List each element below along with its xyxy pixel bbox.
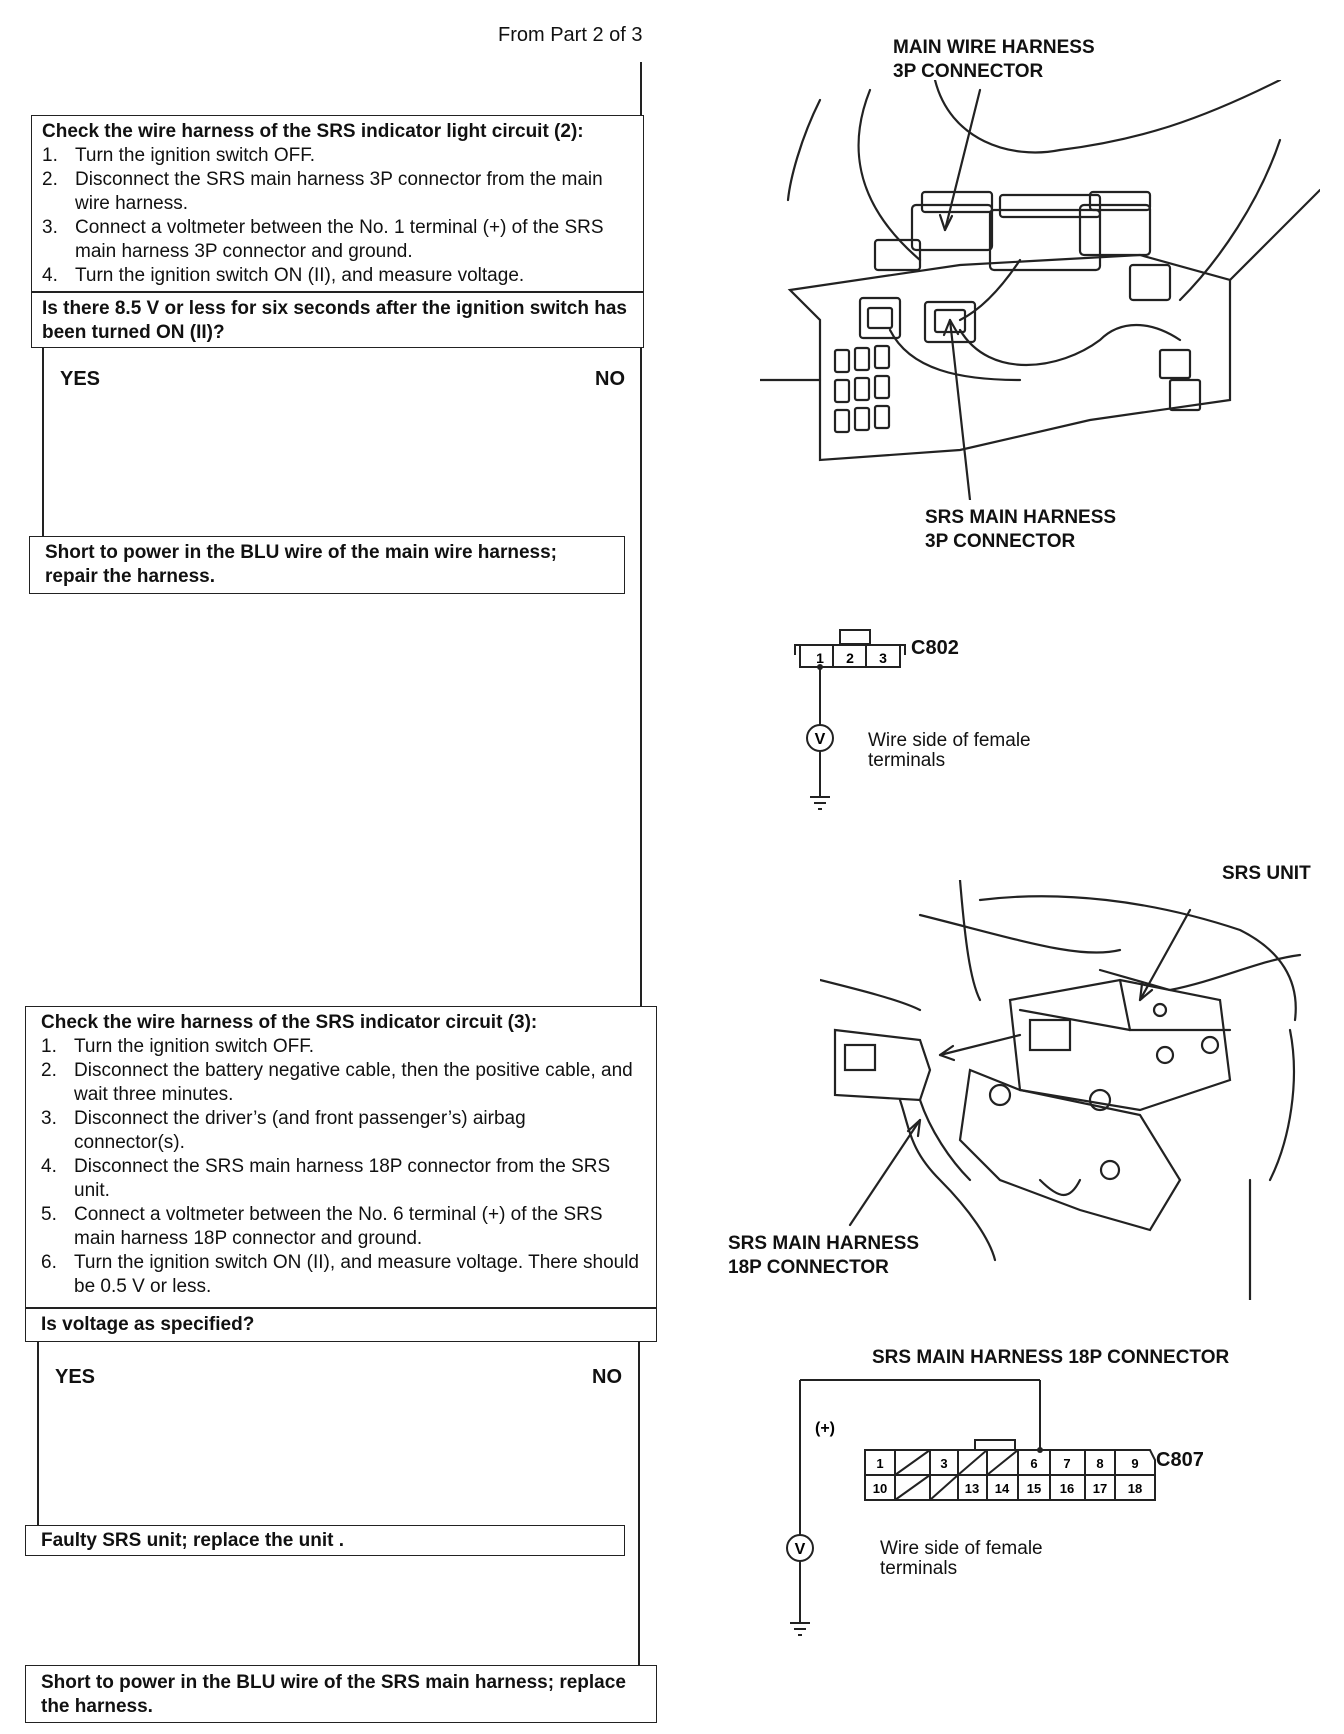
step2-no-label: NO: [595, 368, 625, 390]
c807-pin: 15: [1027, 1481, 1041, 1496]
c807-pin: 18: [1128, 1481, 1142, 1496]
c802-note: Wire side of female terminals: [868, 731, 1031, 771]
flow-line-no: [640, 348, 642, 1006]
c802-connector-id: C802: [911, 637, 959, 659]
step-text: Turn the ignition switch ON (II), and me…: [75, 265, 525, 286]
step3-title: Check the wire harness of the SRS indica…: [41, 1012, 538, 1033]
step-number: 1.: [42, 145, 58, 166]
c802-schematic: 1 2 3 V: [794, 629, 906, 810]
voltmeter-symbol: V: [795, 1541, 806, 1558]
step2-title: Check the wire harness of the SRS indica…: [42, 121, 584, 142]
flow-line-yes: [42, 348, 44, 536]
step-text: Disconnect the driver’s (and front passe…: [74, 1108, 526, 1153]
label-line: MAIN WIRE HARNESS: [893, 37, 1095, 58]
c807-pin: 3: [940, 1456, 947, 1471]
step-text: Disconnect the battery negative cable, t…: [74, 1060, 633, 1105]
c807-title: SRS MAIN HARNESS 18P CONNECTOR: [872, 1347, 1230, 1368]
c807-pin: 13: [965, 1481, 979, 1496]
step-number: 3.: [41, 1108, 57, 1129]
c807-pin: 14: [995, 1481, 1010, 1496]
c807-pin: 7: [1063, 1456, 1070, 1471]
step3-step: 2. Disconnect the battery negative cable,…: [41, 1059, 641, 1107]
label-line: 18P CONNECTOR: [728, 1257, 889, 1278]
step3-step: 6. Turn the ignition switch ON (II), and …: [41, 1251, 641, 1299]
step2-box: Check the wire harness of the SRS indica…: [31, 115, 644, 292]
step2-step: 4. Turn the ignition switch ON (II), and …: [42, 264, 633, 288]
c807-pin: 6: [1030, 1456, 1037, 1471]
label-line: 3P CONNECTOR: [925, 531, 1076, 552]
step2-question: Is there 8.5 V or less for six seconds a…: [31, 292, 644, 348]
step2-yes-result: Short to power in the BLU wire of the ma…: [29, 536, 625, 594]
c807-pin: 8: [1096, 1456, 1103, 1471]
c807-pin: 10: [873, 1481, 887, 1496]
label-line: SRS MAIN HARNESS: [925, 507, 1117, 528]
step3-step: 4. Disconnect the SRS main harness 18P co…: [41, 1155, 641, 1203]
step-number: 4.: [41, 1156, 57, 1177]
step3-box: Check the wire harness of the SRS indica…: [25, 1006, 657, 1308]
figure1-label-top: MAIN WIRE HARNESS 3P CONNECTOR: [893, 36, 1095, 84]
step3-question: Is voltage as specified?: [25, 1308, 657, 1342]
label-line: 3P CONNECTOR: [893, 61, 1044, 82]
c807-pin: 16: [1060, 1481, 1074, 1496]
flow-line-no: [638, 1342, 640, 1665]
step-number: 6.: [41, 1252, 57, 1273]
c807-pin: 9: [1131, 1456, 1138, 1471]
figure2-label-unit: SRS UNIT: [1222, 863, 1311, 884]
step-text: Turn the ignition switch ON (II), and me…: [74, 1252, 639, 1297]
flow-line-yes: [37, 1342, 39, 1525]
c807-note: Wire side of female terminals: [880, 1539, 1043, 1579]
c807-connector-id: C807: [1156, 1449, 1204, 1471]
note-line: terminals: [868, 750, 946, 771]
c802-terminal-label: 1: [816, 650, 824, 666]
step-number: 1.: [41, 1036, 57, 1057]
note-line: Wire side of female: [880, 1538, 1043, 1559]
step3-step: 1. Turn the ignition switch OFF.: [41, 1035, 641, 1059]
step-number: 2.: [42, 169, 58, 190]
step3-no-result: Short to power in the BLU wire of the SR…: [25, 1665, 657, 1723]
step3-no-label: NO: [592, 1366, 622, 1388]
c802-terminal-label: 3: [879, 650, 887, 666]
step2-yes-label: YES: [60, 368, 101, 390]
step3-step: 3. Disconnect the driver’s (and front pas…: [41, 1107, 641, 1155]
c807-pin: 1: [876, 1456, 883, 1471]
figure1-label-bottom: SRS MAIN HARNESS 3P CONNECTOR: [925, 506, 1116, 554]
step3-step: 5. Connect a voltmeter between the No. 6 …: [41, 1203, 641, 1251]
polarity-label: (+): [815, 1420, 835, 1437]
from-part-label: From Part 2 of 3: [498, 24, 643, 46]
step-number: 4.: [42, 265, 58, 286]
step3-yes-result: Faulty SRS unit; replace the unit .: [25, 1525, 625, 1556]
step-number: 2.: [41, 1060, 57, 1081]
step2-step: 1. Turn the ignition switch OFF.: [42, 144, 633, 168]
figure2-label-connector: SRS MAIN HARNESS 18P CONNECTOR: [728, 1232, 919, 1280]
fuse-box-illustration: [760, 80, 1320, 500]
note-line: Wire side of female: [868, 730, 1031, 751]
step-text: Connect a voltmeter between the No. 1 te…: [75, 217, 604, 262]
c807-pin: 17: [1093, 1481, 1107, 1496]
step2-step: 3. Connect a voltmeter between the No. 1 …: [42, 216, 633, 264]
step2-step: 2. Disconnect the SRS main harness 3P con…: [42, 168, 633, 216]
step-text: Turn the ignition switch OFF.: [74, 1036, 315, 1057]
step-text: Disconnect the SRS main harness 3P conne…: [75, 169, 603, 214]
step3-steps: 1. Turn the ignition switch OFF. 2. Discon…: [41, 1035, 641, 1299]
c807-bottom-row: 10 13 14 15 16 17 18: [873, 1481, 1142, 1496]
step3-yes-label: YES: [55, 1366, 96, 1388]
c807-schematic: V (+) 1 3 6 7 8 9 10 13 14 15 16 17 18: [786, 1379, 1156, 1636]
note-line: terminals: [880, 1558, 958, 1579]
c802-terminal-label: 2: [846, 650, 854, 666]
step2-steps: 1. Turn the ignition switch OFF. 2. Discon…: [42, 144, 633, 288]
step-text: Connect a voltmeter between the No. 6 te…: [74, 1204, 603, 1249]
flow-line: [640, 62, 642, 116]
step-text: Disconnect the SRS main harness 18P conn…: [74, 1156, 611, 1201]
step-number: 5.: [41, 1204, 57, 1225]
step-text: Turn the ignition switch OFF.: [75, 145, 316, 166]
label-line: SRS MAIN HARNESS: [728, 1233, 920, 1254]
voltmeter-symbol: V: [815, 731, 826, 748]
step-number: 3.: [42, 217, 58, 238]
srs-unit-illustration: [820, 880, 1302, 1300]
c807-top-row: 1 3 6 7 8 9: [876, 1456, 1138, 1471]
